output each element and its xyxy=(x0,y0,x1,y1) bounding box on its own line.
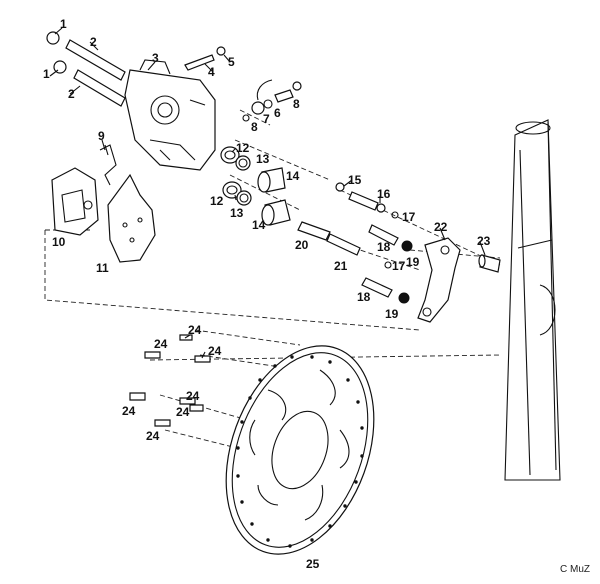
part-label-2: 2 xyxy=(90,35,97,49)
part-label-18: 18 xyxy=(357,290,371,304)
part-label-13: 13 xyxy=(230,206,244,220)
part-label-20: 20 xyxy=(295,238,309,252)
piston-seals xyxy=(220,146,252,206)
part-label-24: 24 xyxy=(186,389,200,403)
part-label-13: 13 xyxy=(256,152,270,166)
part-label-15: 15 xyxy=(348,173,362,187)
part-label-8: 8 xyxy=(251,120,258,134)
part-label-1: 1 xyxy=(60,17,67,31)
part-label-3: 3 xyxy=(152,51,159,65)
anti-rattle-plate xyxy=(107,173,156,263)
caliper-bolt-lower xyxy=(53,60,126,107)
part-label-10: 10 xyxy=(52,235,66,249)
copyright-mark: C MuZ xyxy=(560,564,590,575)
caliper-bolt-upper xyxy=(46,31,126,81)
part-label-7: 7 xyxy=(263,112,270,126)
brake-line-banjo xyxy=(242,79,302,122)
part-number-labels: 1 2 1 2 3 4 5 6 7 8 8 9 10 11 12 13 14 1… xyxy=(43,17,590,575)
part-label-24: 24 xyxy=(122,404,136,418)
pad-spring-clip xyxy=(99,144,117,186)
caliper-bracket xyxy=(417,237,461,323)
part-label-23: 23 xyxy=(477,234,491,248)
part-label-5: 5 xyxy=(228,55,235,69)
part-label-17: 17 xyxy=(392,259,406,273)
guide-pin-lower xyxy=(297,221,410,304)
part-label-24: 24 xyxy=(176,405,190,419)
part-label-9: 9 xyxy=(98,129,105,143)
brake-caliper xyxy=(124,59,216,171)
brake-pad xyxy=(51,167,99,236)
leader-lines xyxy=(49,27,486,359)
spacer-bushing xyxy=(478,254,501,273)
part-label-4: 4 xyxy=(208,65,215,79)
bleed-screw xyxy=(184,46,226,71)
part-label-21: 21 xyxy=(334,259,348,273)
part-label-14: 14 xyxy=(252,218,266,232)
part-label-11: 11 xyxy=(96,261,109,275)
part-label-24: 24 xyxy=(208,344,222,358)
part-label-24: 24 xyxy=(188,323,202,337)
brake-disc xyxy=(225,345,375,555)
part-label-12: 12 xyxy=(210,194,224,208)
part-label-1: 1 xyxy=(43,67,50,81)
part-label-24: 24 xyxy=(146,429,160,443)
part-label-16: 16 xyxy=(377,187,391,201)
part-label-14: 14 xyxy=(286,169,300,183)
part-label-24: 24 xyxy=(154,337,168,351)
part-label-17: 17 xyxy=(402,210,416,224)
disc-bolts xyxy=(129,334,211,427)
part-label-8: 8 xyxy=(293,97,300,111)
part-label-19: 19 xyxy=(385,307,399,321)
caliper-pistons xyxy=(257,167,291,226)
part-label-12: 12 xyxy=(236,141,250,155)
fork-leg xyxy=(504,119,561,481)
part-label-6: 6 xyxy=(274,106,281,120)
part-label-18: 18 xyxy=(377,240,391,254)
guide-pin-upper xyxy=(335,182,413,252)
part-label-22: 22 xyxy=(434,220,448,234)
part-label-2: 2 xyxy=(68,87,75,101)
part-label-19: 19 xyxy=(406,255,420,269)
part-label-25: 25 xyxy=(306,557,320,571)
